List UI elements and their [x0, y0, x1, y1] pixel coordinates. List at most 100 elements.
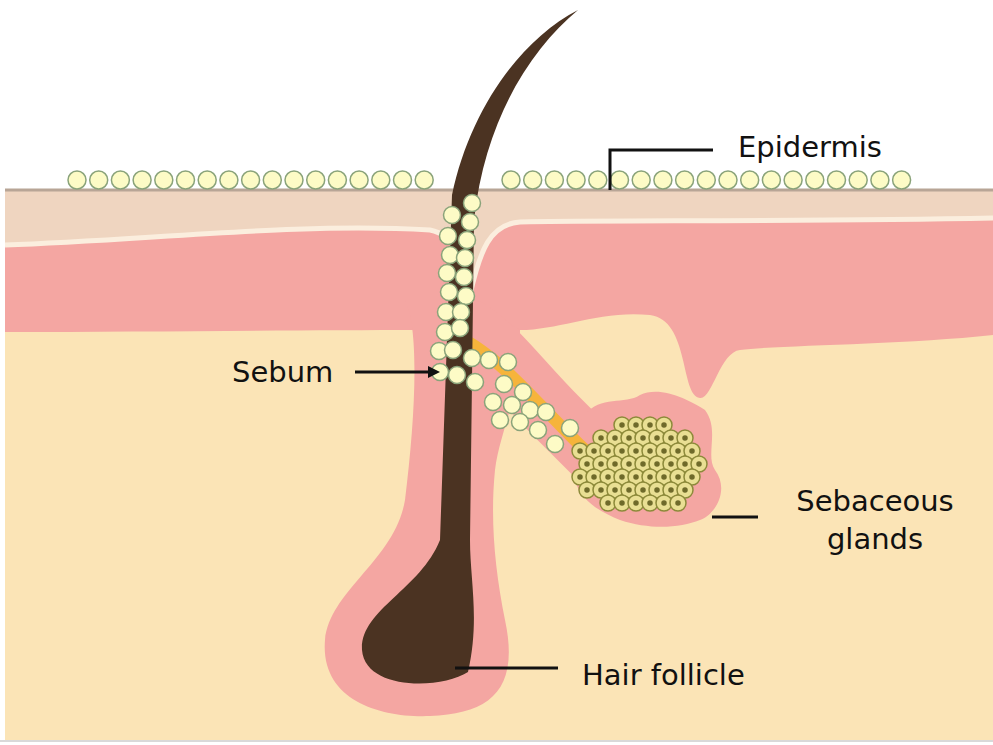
sebum-dot [562, 420, 579, 437]
hair-shaft [362, 10, 578, 684]
gland-cell-nucleus [676, 475, 680, 479]
sebum-dot [453, 304, 470, 321]
gland-cell-nucleus [690, 475, 694, 479]
gland-cell-nucleus [599, 462, 603, 466]
sebum-dot [220, 171, 238, 189]
sebum-dot [502, 171, 520, 189]
sebum-dot [439, 265, 456, 282]
gland-cell-nucleus [690, 449, 694, 453]
part-label: Epidermis [738, 128, 882, 166]
gland-cell-nucleus [613, 462, 617, 466]
gland-cell-nucleus [627, 462, 631, 466]
gland-cell-nucleus [634, 475, 638, 479]
sebum-dot [394, 171, 412, 189]
gland-cell-nucleus [592, 475, 596, 479]
gland-cell-nucleus [627, 436, 631, 440]
gland-cell-nucleus [676, 449, 680, 453]
sebum-dot [449, 367, 466, 384]
gland-cell-nucleus [662, 501, 666, 505]
gland-cell-nucleus [655, 488, 659, 492]
gland-cell-nucleus [606, 501, 610, 505]
sebum-dot [133, 171, 151, 189]
gland-cell-nucleus [697, 462, 701, 466]
sebum-dot [545, 171, 563, 189]
sebum-dot [155, 171, 173, 189]
sebum-cells [68, 171, 911, 511]
sebum-dot [893, 171, 911, 189]
gland-cell-nucleus [613, 488, 617, 492]
sebum-dot [481, 352, 498, 369]
sebum-dot [611, 171, 629, 189]
sebum-dot [444, 207, 461, 224]
sebum-duct [465, 340, 600, 462]
gland-cell-nucleus [662, 449, 666, 453]
gland-cell-nucleus [683, 488, 687, 492]
leader-line [355, 371, 430, 374]
sebum-dot [530, 422, 547, 439]
gland-cell-nucleus [641, 462, 645, 466]
gland-cell-nucleus [662, 475, 666, 479]
sebum-dot [500, 354, 517, 371]
sebum-dot [467, 374, 484, 391]
leader-line [712, 516, 758, 519]
gland-cell-nucleus [634, 501, 638, 505]
sebum-dot [806, 171, 824, 189]
arrow-head [428, 366, 440, 378]
gland-cell-nucleus [676, 501, 680, 505]
sebum-dot [462, 214, 479, 231]
gland-cell-nucleus [669, 462, 673, 466]
gland-cell-nucleus [620, 475, 624, 479]
sebum-dot [456, 269, 473, 286]
gland-cell-nucleus [585, 462, 589, 466]
sebum-dot [547, 436, 564, 453]
bottom-edge [0, 740, 993, 742]
sebum-dot [676, 171, 694, 189]
gland-cell-nucleus [669, 488, 673, 492]
sebum-dot [350, 171, 368, 189]
gland-cell [670, 495, 686, 511]
gland-cell-nucleus [662, 423, 666, 427]
sebum-dot [242, 171, 260, 189]
gland-cell-nucleus [648, 423, 652, 427]
gland-cell-nucleus [648, 475, 652, 479]
gland-cell-nucleus [648, 501, 652, 505]
gland-cell-nucleus [578, 475, 582, 479]
sebum-dot [445, 342, 462, 359]
sebum-dot [719, 171, 737, 189]
dermis [5, 190, 993, 740]
sebum-dot [285, 171, 303, 189]
gland-cell-nucleus [620, 449, 624, 453]
sebum-dot [177, 171, 195, 189]
leader-line [610, 150, 713, 190]
gland-cell-nucleus [620, 423, 624, 427]
gland-cell-nucleus [641, 488, 645, 492]
gland-cell-nucleus [620, 501, 624, 505]
sebum-dot [828, 171, 846, 189]
gland-cell-nucleus [683, 462, 687, 466]
sebum-dot [307, 171, 325, 189]
gland-cell-nucleus [634, 423, 638, 427]
sebum-dot [440, 228, 457, 245]
gland-cell-nucleus [599, 436, 603, 440]
sebum-dot [589, 171, 607, 189]
sebum-dot [762, 171, 780, 189]
part-label: Sebaceous glands [780, 482, 970, 558]
gland-cell-nucleus [655, 436, 659, 440]
sebum-dot [496, 376, 513, 393]
gland-cell-nucleus [655, 462, 659, 466]
part-label: Hair follicle [582, 656, 745, 694]
sebum-dot [464, 350, 481, 367]
sebum-dot [654, 171, 672, 189]
sebum-dot [328, 171, 346, 189]
gland-cell-nucleus [669, 436, 673, 440]
sebum-dot [437, 324, 454, 341]
gland-cell-nucleus [683, 436, 687, 440]
gland-cell-nucleus [592, 449, 596, 453]
sebum-dot [198, 171, 216, 189]
gland-sheath [571, 392, 722, 527]
epidermis-line [5, 218, 993, 295]
sebum-dot [372, 171, 390, 189]
gland-cell-nucleus [599, 488, 603, 492]
leader-line [455, 667, 558, 670]
